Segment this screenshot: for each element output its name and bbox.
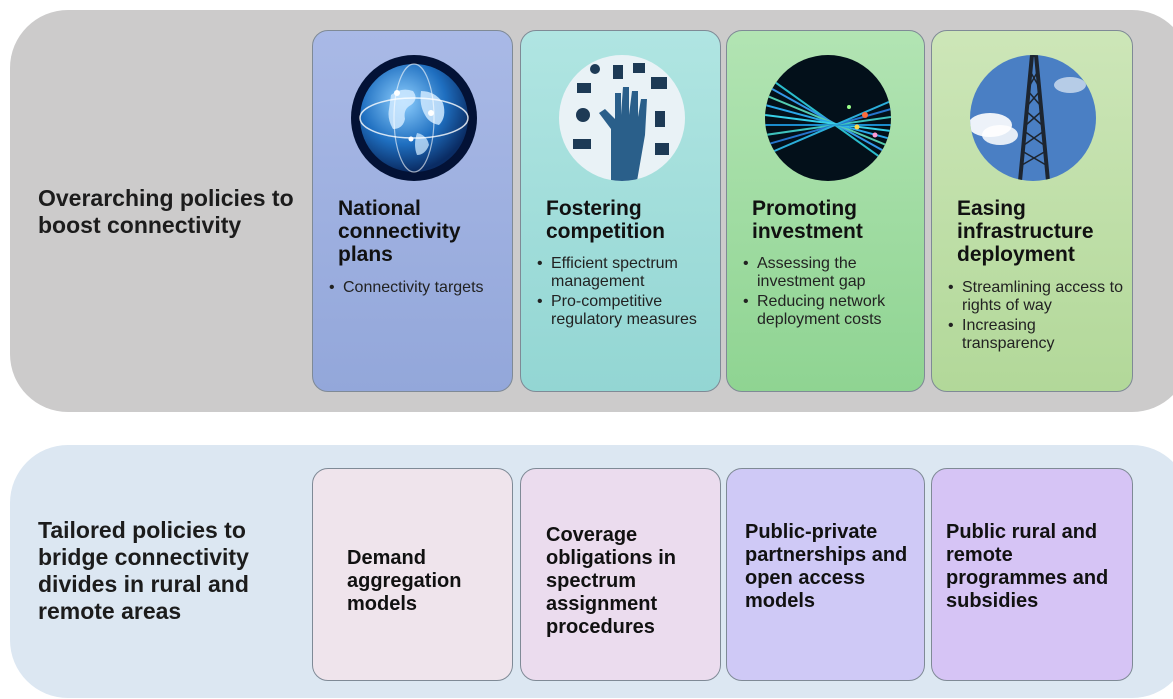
card-title: Coverage obligations in spectrum assignm…	[546, 524, 676, 638]
list-item: Reducing network deployment costs	[741, 293, 918, 329]
bullet-list: Connectivity targets	[327, 279, 506, 299]
card-promoting-investment[interactable]: Promoting investment Assessing the inves…	[726, 30, 925, 392]
card-title: Public-private partnerships and open acc…	[745, 521, 908, 612]
card-title: National connectivity plans	[338, 197, 461, 266]
bullet-list: Streamlining access to rights of way Inc…	[946, 279, 1126, 355]
card-title: Promoting investment	[752, 197, 863, 243]
card-coverage-obligations[interactable]: Coverage obligations in spectrum assignm…	[520, 468, 721, 681]
card-public-rural-remote-programmes[interactable]: Public rural and remote programmes and s…	[931, 468, 1133, 681]
list-item: Increasing transparency	[946, 317, 1126, 353]
bullet-list: Efficient spectrum management Pro-compet…	[535, 255, 714, 331]
card-demand-aggregation-models[interactable]: Demand aggregation models	[312, 468, 513, 681]
bullet-list: Assessing the investment gap Reducing ne…	[741, 255, 918, 331]
connected-devices-hand-icon	[559, 55, 685, 181]
card-national-connectivity-plans[interactable]: National connectivity plans Connectivity…	[312, 30, 513, 392]
fiber-optic-icon	[765, 55, 891, 181]
tailored-policies-title: Tailored policies to bridge connectivity…	[38, 517, 249, 624]
card-title: Public rural and remote programmes and s…	[946, 521, 1109, 612]
list-item: Pro-competitive regulatory measures	[535, 293, 714, 329]
card-title: Easing infrastructure deployment	[957, 197, 1094, 266]
list-item: Efficient spectrum management	[535, 255, 714, 291]
card-easing-infrastructure-deployment[interactable]: Easing infrastructure deployment Streaml…	[931, 30, 1133, 392]
list-item: Streamlining access to rights of way	[946, 279, 1126, 315]
card-fostering-competition[interactable]: Fostering competition Efficient spectrum…	[520, 30, 721, 392]
card-title: Demand aggregation models	[347, 547, 462, 615]
telecom-tower-icon	[970, 55, 1096, 181]
globe-icon	[351, 55, 477, 181]
list-item: Connectivity targets	[327, 279, 506, 297]
list-item: Assessing the investment gap	[741, 255, 918, 291]
card-public-private-partnerships[interactable]: Public-private partnerships and open acc…	[726, 468, 925, 681]
card-title: Fostering competition	[546, 197, 665, 243]
overarching-policies-title: Overarching policies to boost connectivi…	[38, 185, 294, 238]
